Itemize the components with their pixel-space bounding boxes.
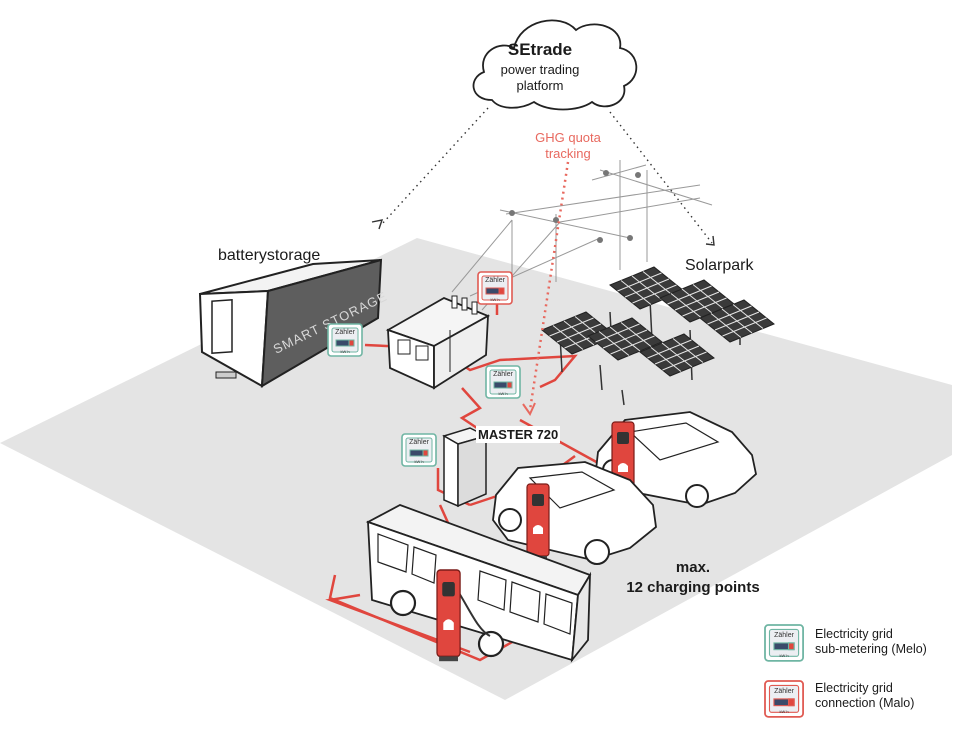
master-label: MASTER 720 — [476, 426, 561, 443]
meter-transformer-label: Zähler — [493, 371, 514, 378]
ghg-line1: GHG quota — [535, 130, 601, 145]
cloud-subtitle-line1: power trading — [500, 62, 580, 77]
arrow-battery — [371, 219, 384, 230]
legend-melo-line2: sub-metering (Melo) — [815, 642, 927, 656]
legend-malo-line2: connection (Malo) — [815, 696, 915, 710]
arrow-ghg — [522, 402, 536, 417]
cloud-subtitle: power trading platform — [492, 62, 588, 94]
cloud-subtitle-line2: platform — [516, 78, 564, 93]
solar-label: Solarpark — [685, 257, 754, 274]
ghg-line2: tracking — [545, 146, 591, 161]
meter-grid-label: Zähler — [485, 277, 506, 284]
legend-melo-icon-label: Zähler — [774, 632, 795, 639]
max-line2: 12 charging points — [626, 579, 760, 596]
legend-malo-icon-unit: kW h — [779, 709, 788, 714]
max-line1: max. — [675, 559, 711, 576]
power-lines — [451, 160, 713, 311]
legend-malo-icon-label: Zähler — [774, 688, 795, 695]
arrow-solar — [705, 235, 715, 246]
ghg-label: GHG quota tracking — [520, 130, 616, 162]
meter-master-label: Zähler — [409, 439, 430, 446]
meter-master-unit: kW h — [414, 459, 423, 464]
legend-malo-text: Electricity grid connection (Malo) — [815, 681, 914, 711]
charger-bus — [436, 569, 461, 662]
transformer-house — [385, 295, 491, 390]
meter-battery-unit: kW h — [340, 349, 349, 354]
battery-storage — [198, 258, 383, 388]
legend-melo-line1: Electricity grid — [815, 627, 893, 641]
battery-label: batterystorage — [218, 247, 321, 264]
trading-links — [381, 107, 713, 244]
legend-melo-icon-unit: kW h — [779, 653, 788, 658]
meter-transformer-unit: kW h — [498, 391, 507, 396]
legend-malo-line1: Electricity grid — [815, 681, 893, 695]
charger-middle — [526, 483, 550, 561]
bus — [365, 504, 592, 663]
legend-melo-text: Electricity grid sub-metering (Melo) — [815, 627, 927, 657]
cloud-title: SEtrade — [507, 40, 573, 59]
meter-grid-unit: kW h — [490, 297, 499, 302]
solarpark — [541, 266, 775, 406]
cloud — [472, 19, 638, 111]
meter-battery-label: Zähler — [335, 329, 356, 336]
max-charging-label: max. 12 charging points — [612, 558, 774, 598]
